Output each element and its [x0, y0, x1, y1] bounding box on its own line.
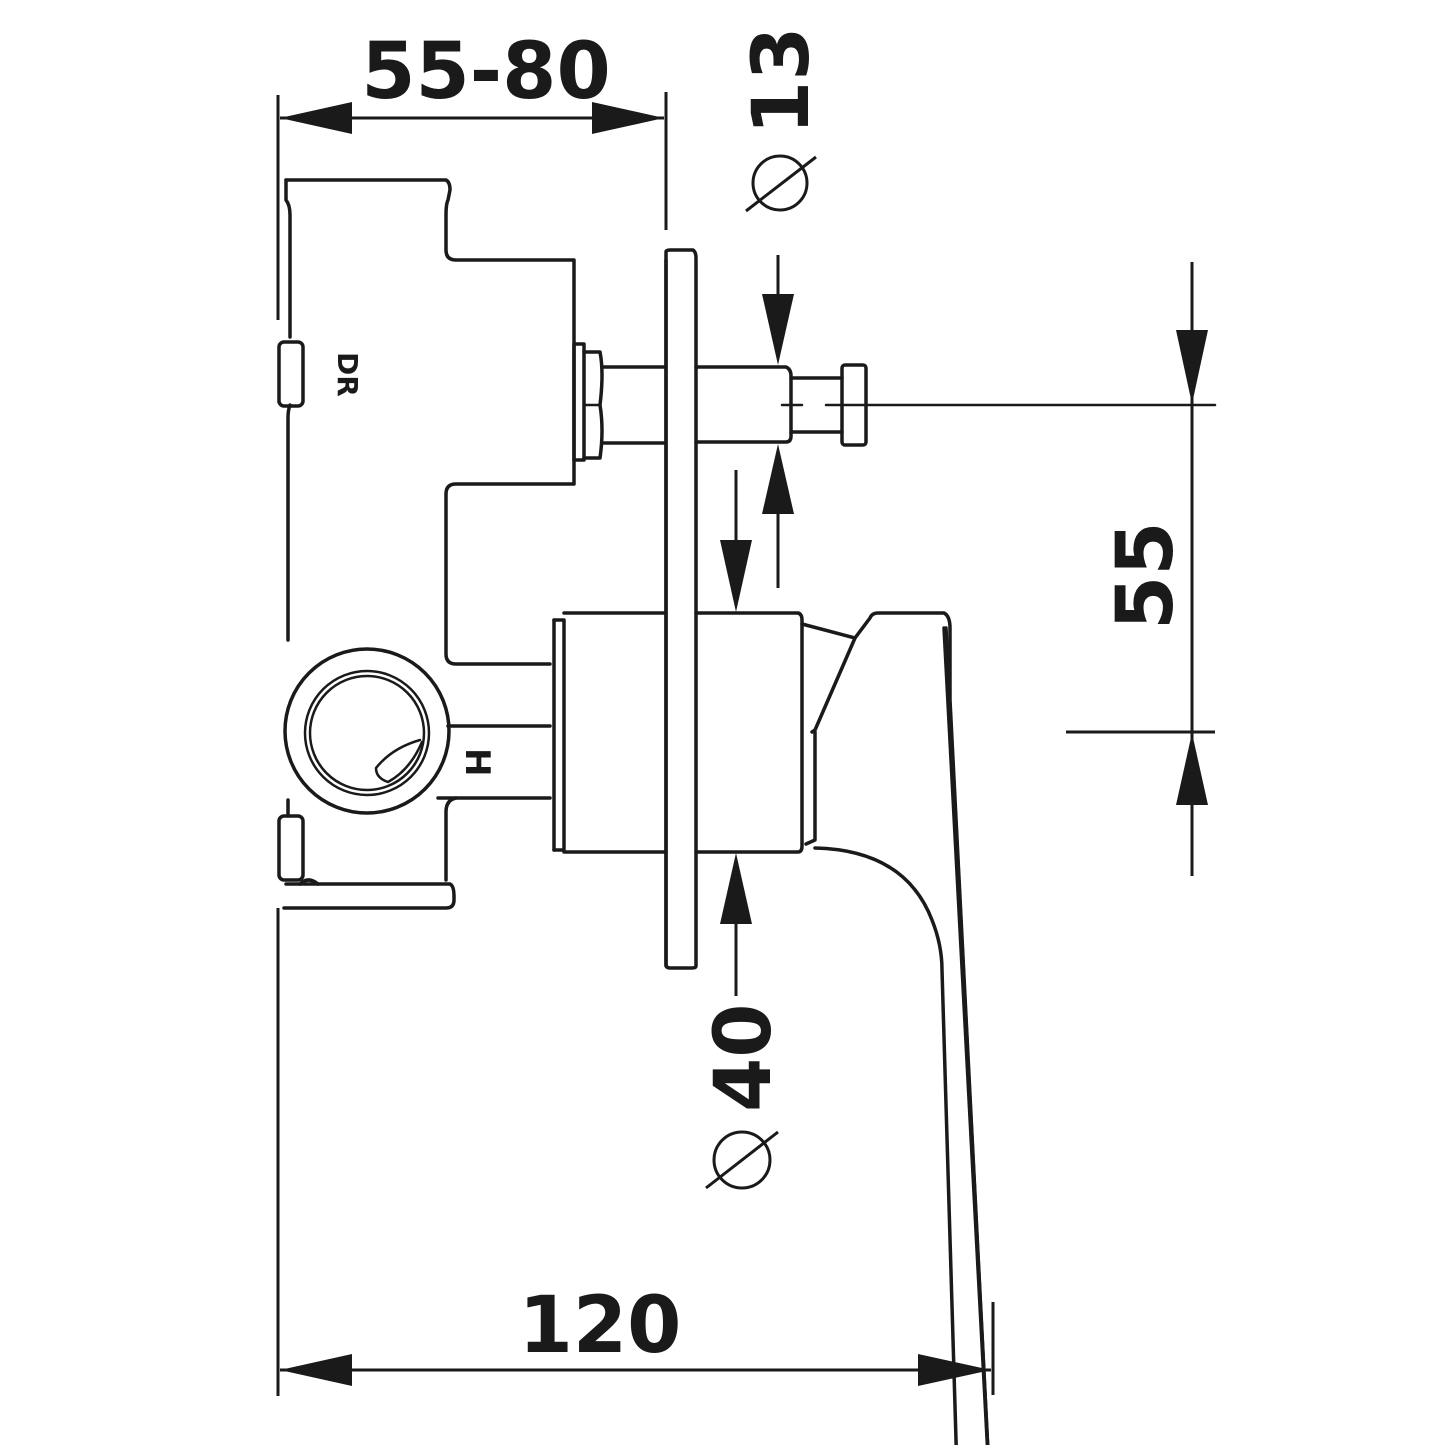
hot-inlet-ring-mid [303, 669, 431, 797]
mounting-lug-bottom [277, 814, 305, 882]
arrow-right-icon [592, 102, 664, 134]
mounting-lug-top [277, 340, 305, 408]
arrow-down-icon [762, 294, 794, 365]
total-projection-label: 120 [519, 1281, 682, 1371]
lever-handle [800, 611, 990, 1445]
diameter-symbol-icon [705, 1130, 779, 1190]
hot-inlet-label: H [457, 748, 497, 776]
wall-depth-label: 55-80 [361, 27, 610, 117]
dimension-spout-diameter: 13 [737, 26, 827, 213]
arrow-down-icon [1176, 330, 1208, 404]
dimension-total-projection: 120 [276, 908, 995, 1396]
valve-body: DR H [277, 178, 576, 910]
arrow-up-icon [762, 444, 794, 514]
dimension-outlet-offset: 55 [1066, 262, 1215, 876]
arrow-up-icon [1176, 733, 1208, 805]
diverter-spout [694, 255, 1217, 588]
dimension-handle-diameter: 40 [699, 1003, 789, 1190]
escutcheon-plate [664, 248, 698, 970]
arrow-down-icon [720, 540, 752, 612]
outlet-offset-label: 55 [1101, 521, 1191, 630]
arrow-right-icon [918, 1354, 991, 1386]
handle-base [552, 470, 804, 996]
arrow-left-icon [280, 102, 352, 134]
arrow-left-icon [280, 1354, 352, 1386]
arrow-up-icon [720, 853, 752, 924]
diverter-port-label: DR [331, 352, 364, 397]
diverter-nut [572, 342, 667, 462]
diameter-symbol-icon [745, 154, 817, 213]
hot-inlet-ring-inner [308, 674, 426, 792]
spout-diameter-value: 13 [737, 26, 827, 135]
hot-inlet-ring-outer [283, 647, 451, 815]
dimension-wall-depth: 55-80 [276, 27, 668, 320]
handle-diameter-value: 40 [699, 1003, 789, 1112]
